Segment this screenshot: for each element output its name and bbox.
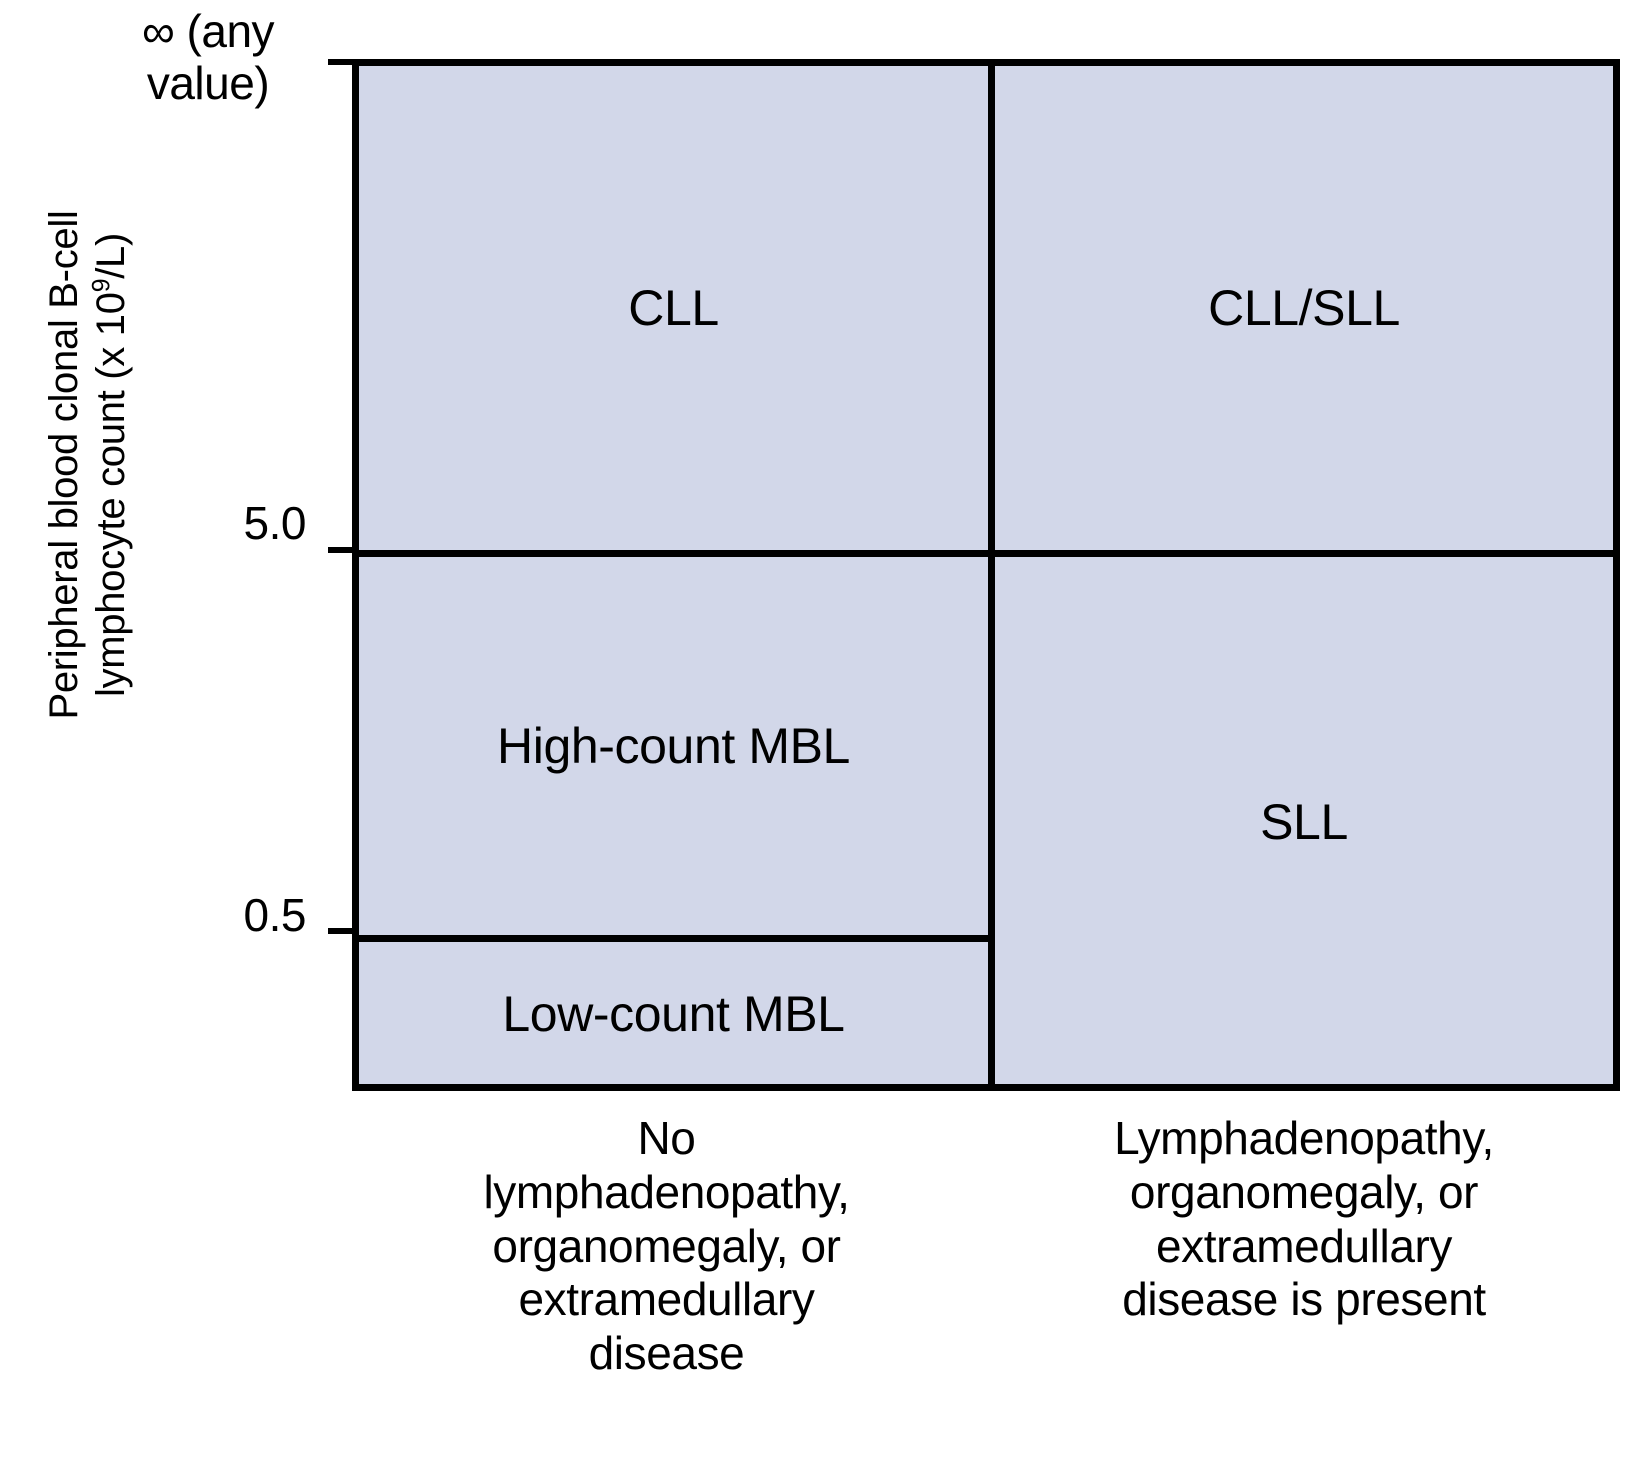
cell-cll-label: CLL (628, 280, 719, 336)
y-tick-label-0-5: 0.5 (243, 889, 307, 941)
cell-sll-label: SLL (1260, 793, 1348, 850)
y-axis-title-line1: Peripheral blood clonal B-cell (41, 210, 86, 720)
x-axis-label-left: No lymphadenopathy, organomegaly, or ext… (483, 1112, 850, 1380)
row-divider-5 (359, 550, 1613, 557)
y-tick-label-5: 5.0 (243, 497, 307, 549)
y-tick-mark-5 (328, 547, 354, 553)
cell-sll: SLL (995, 557, 1613, 1086)
y-axis-title-line2-post: /L) (89, 233, 133, 279)
y-axis-title-exponent: 9 (88, 278, 116, 293)
cell-low-count-mbl-label: Low-count MBL (502, 986, 845, 1042)
cell-cll-sll-label: CLL/SLL (1208, 280, 1400, 336)
x-axis-label-right: Lymphadenopathy, organomegaly, or extram… (1114, 1112, 1494, 1326)
y-tick-mark-infinity (328, 59, 354, 65)
y-tick-mark-0-5 (328, 928, 354, 934)
matrix-grid: CLL CLL/SLL High-count MBL Low-count MBL… (352, 59, 1620, 1091)
cell-cll-sll: CLL/SLL (995, 66, 1613, 550)
y-tick-label-infinity: ∞ (any value) (141, 5, 275, 109)
y-axis-title-line2-pre: lymphocyte count (x 10 (89, 292, 133, 698)
cell-low-count-mbl: Low-count MBL (359, 942, 988, 1086)
cell-high-count-mbl: High-count MBL (359, 557, 988, 935)
cell-cll: CLL (359, 66, 988, 550)
row-divider-0-5 (359, 935, 988, 942)
cell-high-count-mbl-label: High-count MBL (497, 718, 850, 774)
column-divider (988, 66, 995, 1084)
